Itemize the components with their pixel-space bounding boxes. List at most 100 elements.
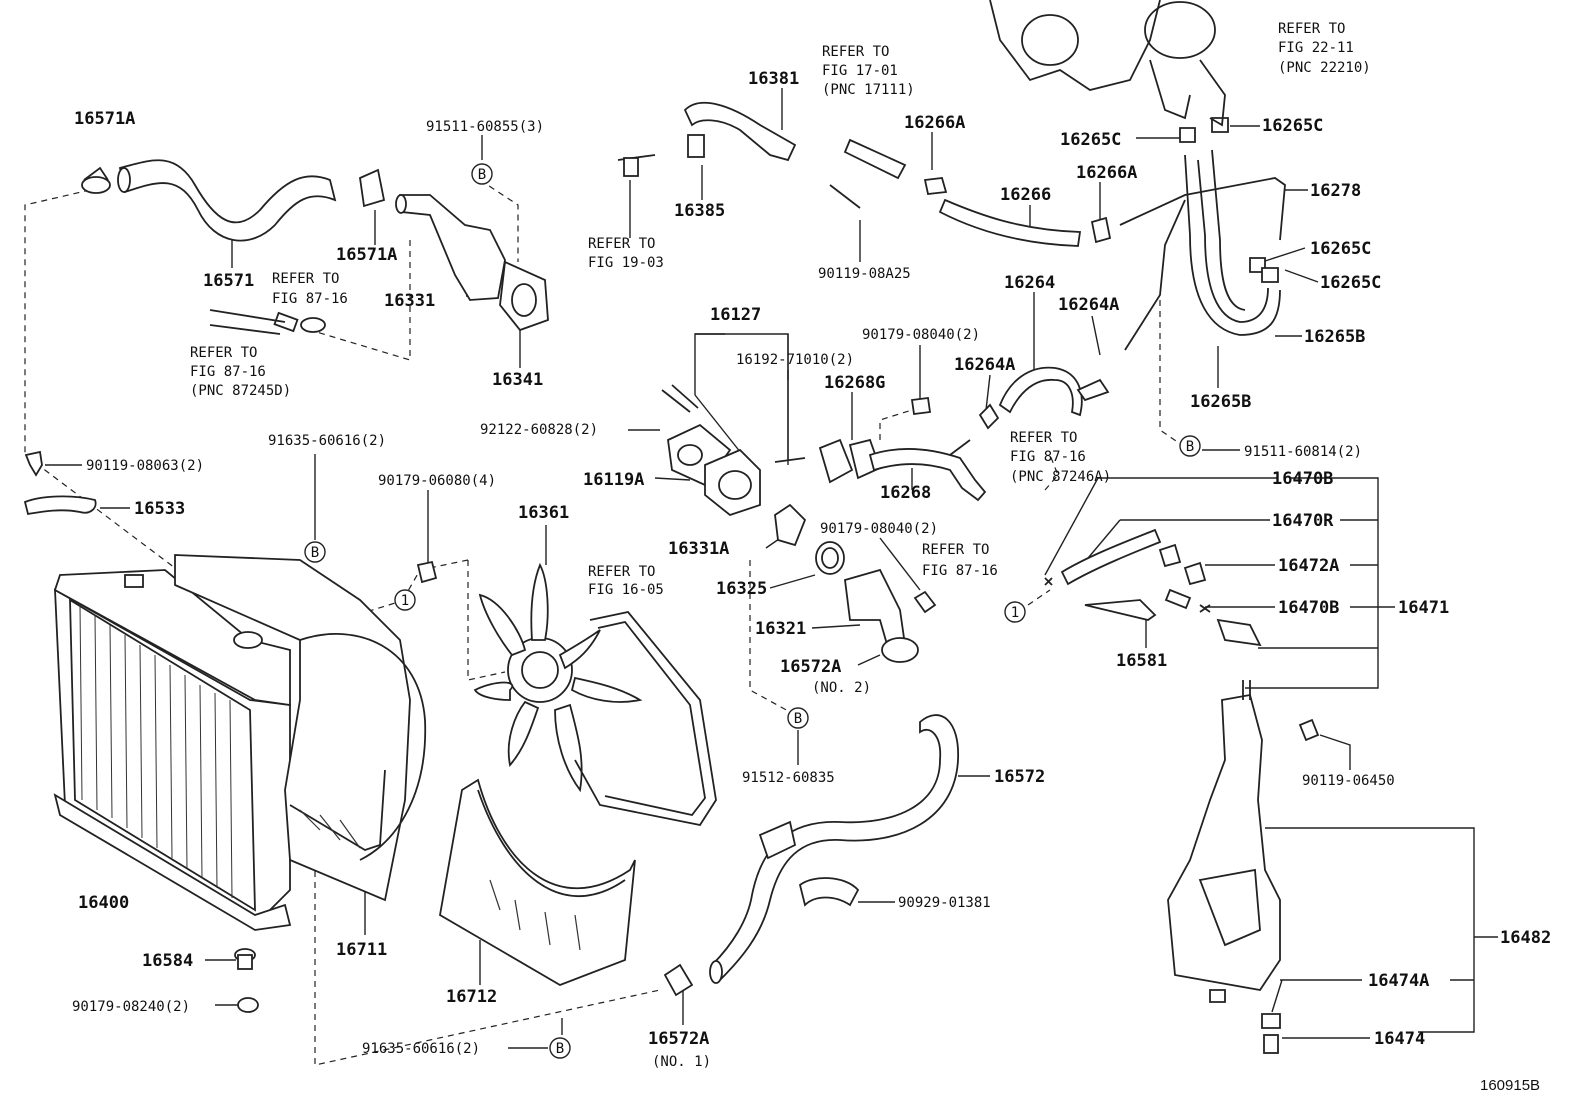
- label-16711: 16711: [336, 940, 387, 960]
- refer-fig-19-03: REFER TO FIG 19-03: [588, 236, 664, 271]
- label-16712: 16712: [446, 987, 497, 1007]
- label-16571A-top: 16571A: [74, 109, 135, 129]
- label-16470B-b: 16470B: [1278, 598, 1339, 618]
- label-16278: 16278: [1310, 181, 1361, 201]
- svg-text:FIG 87-16: FIG 87-16: [272, 291, 348, 307]
- svg-text:FIG 17-01: FIG 17-01: [822, 63, 898, 79]
- label-90179-08040-b: 90179-08040(2): [820, 521, 938, 537]
- svg-text:1: 1: [1011, 605, 1019, 621]
- overflow-hoses: [1044, 528, 1262, 647]
- svg-text:(PNC 22210): (PNC 22210): [1278, 60, 1371, 76]
- label-16265C-b: 16265C: [1262, 116, 1323, 136]
- label-16341: 16341: [492, 370, 543, 390]
- label-16584: 16584: [142, 951, 193, 971]
- lower-radiator-hose: [663, 714, 959, 997]
- label-91635-60616-b: 91635-60616(2): [362, 1041, 480, 1057]
- svg-text:FIG 16-05: FIG 16-05: [588, 582, 664, 598]
- upper-radiator-hose: [81, 159, 386, 242]
- label-16268: 16268: [880, 483, 931, 503]
- label-90179-08040-a: 90179-08040(2): [862, 327, 980, 343]
- label-no1: (NO. 1): [652, 1054, 711, 1070]
- heater-pipes: [1119, 117, 1286, 351]
- refer-fig-87-16-b: REFER TO FIG 87-16: [922, 542, 998, 579]
- fasteners-left: [23, 450, 438, 1013]
- label-16265B-b: 16265B: [1190, 392, 1251, 412]
- label-90119-08063: 90119-08063(2): [86, 458, 204, 474]
- marker-b-3: B: [304, 541, 326, 563]
- marker-b-1: B: [471, 163, 493, 185]
- marker-1-left: 1: [394, 589, 416, 611]
- label-91635-60616-a: 91635-60616(2): [268, 433, 386, 449]
- label-90179-08240: 90179-08240(2): [72, 999, 190, 1015]
- figure-id: 160915B: [1480, 1077, 1540, 1094]
- svg-text:B: B: [1186, 439, 1194, 455]
- label-16265C-c: 16265C: [1310, 239, 1371, 259]
- label-16264: 16264: [1004, 273, 1055, 293]
- svg-text:(PNC 87246A): (PNC 87246A): [1010, 469, 1111, 485]
- throttle-body: [989, 0, 1226, 127]
- label-16471: 16471: [1398, 598, 1449, 618]
- svg-text:REFER TO: REFER TO: [588, 564, 655, 580]
- label-16325: 16325: [716, 579, 767, 599]
- label-91511-60814: 91511-60814(2): [1244, 444, 1362, 460]
- svg-text:FIG 87-16: FIG 87-16: [190, 364, 266, 380]
- svg-text:B: B: [556, 1041, 564, 1057]
- label-91511-60855: 91511-60855(3): [426, 119, 544, 135]
- svg-text:REFER TO: REFER TO: [588, 236, 655, 252]
- fan-shroud: [174, 554, 427, 902]
- svg-text:(PNC 17111): (PNC 17111): [822, 82, 915, 98]
- label-16266A-a: 16266A: [904, 113, 965, 133]
- label-16581: 16581: [1116, 651, 1167, 671]
- label-16264A-b: 16264A: [954, 355, 1015, 375]
- bypass-hose: [978, 366, 1110, 430]
- refer-fig-22-11: REFER TO FIG 22-11 (PNC 22210): [1278, 21, 1371, 76]
- lower-shroud: [439, 778, 636, 986]
- svg-text:REFER TO: REFER TO: [822, 44, 889, 60]
- label-16361: 16361: [518, 503, 569, 523]
- label-16474A: 16474A: [1368, 971, 1429, 991]
- svg-text:B: B: [311, 545, 319, 561]
- refer-fig-17-01: REFER TO FIG 17-01 (PNC 17111): [822, 44, 915, 98]
- svg-text:REFER TO: REFER TO: [190, 345, 257, 361]
- label-16474: 16474: [1374, 1029, 1425, 1049]
- svg-text:1: 1: [401, 593, 409, 609]
- marker-1-right: 1: [1004, 601, 1026, 623]
- label-16265C-d: 16265C: [1320, 273, 1381, 293]
- label-no2: (NO. 2): [812, 680, 871, 696]
- reservoir-tank: [1167, 680, 1320, 1054]
- svg-text:(PNC 87245D): (PNC 87245D): [190, 383, 291, 399]
- svg-text:REFER TO: REFER TO: [1010, 430, 1077, 446]
- heater-hose: [829, 138, 1112, 247]
- refer-fig-16-05: REFER TO FIG 16-05: [588, 564, 664, 598]
- label-16119A: 16119A: [583, 470, 644, 490]
- label-16331A: 16331A: [668, 539, 729, 559]
- marker-b-4: B: [787, 707, 809, 729]
- label-16265C-a: 16265C: [1060, 130, 1121, 150]
- label-16472A: 16472A: [1278, 556, 1339, 576]
- part-labels: 16571A 16571 16571A 91511-60855(3) 16331…: [72, 69, 1551, 1070]
- label-16470B-a: 16470B: [1272, 469, 1333, 489]
- svg-text:B: B: [478, 167, 486, 183]
- radiator: [53, 569, 292, 931]
- label-90179-06080: 90179-06080(4): [378, 473, 496, 489]
- label-16572A-no1: 16572A: [648, 1029, 709, 1049]
- svg-text:B: B: [794, 711, 802, 727]
- label-16268G: 16268G: [824, 373, 885, 393]
- refer-fig-87-16-pnc-87245d: REFER TO FIG 87-16 (PNC 87245D): [190, 345, 291, 399]
- label-16265B-a: 16265B: [1304, 327, 1365, 347]
- label-16331: 16331: [384, 291, 435, 311]
- water-outlet: [209, 194, 549, 335]
- label-16266: 16266: [1000, 185, 1051, 205]
- label-16266A-b: 16266A: [1076, 163, 1137, 183]
- svg-text:FIG 87-16: FIG 87-16: [1010, 449, 1086, 465]
- marker-b-5: B: [549, 1037, 571, 1059]
- label-16264A-a: 16264A: [1058, 295, 1119, 315]
- svg-text:REFER TO: REFER TO: [272, 271, 339, 287]
- label-16572A-no2: 16572A: [780, 657, 841, 677]
- refer-blocks: REFER TO FIG 17-01 (PNC 17111) REFER TO …: [190, 21, 1371, 598]
- label-16571A-mid: 16571A: [336, 245, 397, 265]
- svg-text:FIG 22-11: FIG 22-11: [1278, 40, 1354, 56]
- label-16400: 16400: [78, 893, 129, 913]
- refer-fig-87-16-pnc-87246a: REFER TO FIG 87-16 (PNC 87246A): [1010, 430, 1111, 485]
